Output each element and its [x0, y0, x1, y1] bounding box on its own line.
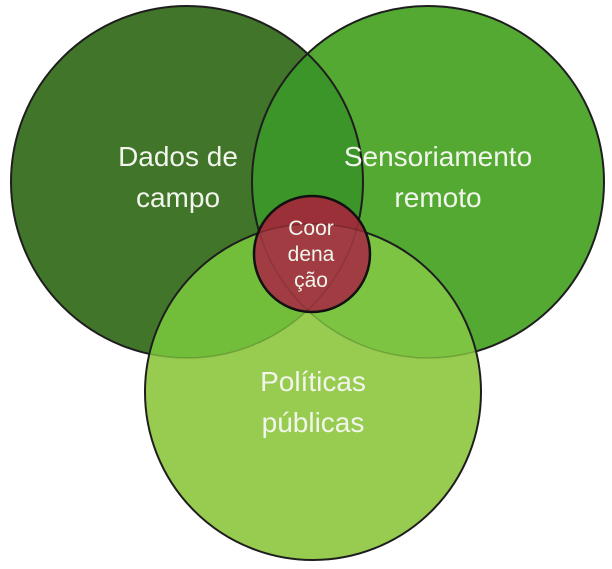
label-sensoriamento-line2: remoto [394, 182, 481, 213]
faint-arc-politicas-in-center [254, 223, 370, 312]
faint-arc-dados [145, 224, 364, 359]
label-coordenacao-line1: Coor [288, 217, 334, 240]
label-coordenacao-line3: ção [294, 269, 328, 292]
label-politicas-line1: Políticas [260, 366, 366, 397]
label-dados-line1: Dados de [118, 141, 238, 172]
faint-arc-sensoriamento [251, 224, 481, 359]
label-sensoriamento-line1: Sensoriamento [344, 141, 532, 172]
circle-coordenacao [254, 196, 370, 312]
label-dados-line2: campo [136, 182, 220, 213]
label-politicas-line2: públicas [262, 407, 365, 438]
label-coordenacao-line2: dena [288, 243, 335, 266]
circle-coordenacao-outline [252, 194, 372, 314]
